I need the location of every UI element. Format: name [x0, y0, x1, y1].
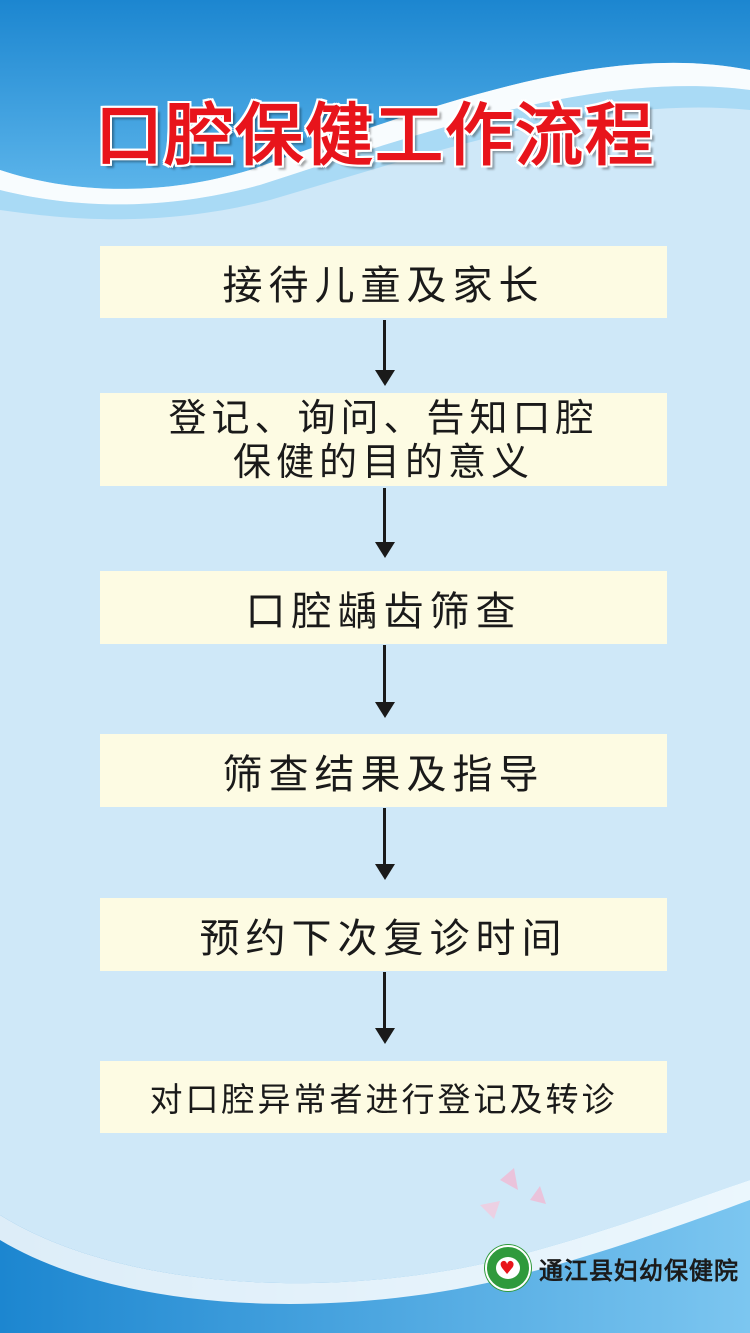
flow-arrow-3 — [375, 645, 395, 718]
step-box-5: 预约下次复诊时间 — [100, 898, 667, 971]
step-box-6: 对口腔异常者进行登记及转诊 — [100, 1061, 667, 1133]
step-box-1: 接待儿童及家长 — [100, 246, 667, 318]
step-box-3: 口腔龋齿筛查 — [100, 571, 667, 644]
step-label-5: 预约下次复诊时间 — [199, 915, 568, 962]
step-box-2: 登记、询问、告知口腔 保健的目的意义 — [100, 393, 667, 486]
step-label-1: 接待儿童及家长 — [222, 263, 545, 309]
step-label-3: 口腔龋齿筛查 — [245, 588, 522, 635]
flow-arrow-2 — [375, 488, 395, 558]
step-label-2b: 保健的目的意义 — [232, 439, 534, 484]
hospital-logo-icon: ♥ — [485, 1245, 531, 1291]
step-label-6: 对口腔异常者进行登记及转诊 — [149, 1080, 618, 1119]
flow-arrow-4 — [375, 808, 395, 880]
footer-brand: ♥ 通江县妇幼保健院 — [485, 1245, 739, 1291]
step-label-2a: 登记、询问、告知口腔 — [168, 395, 599, 440]
step-box-4: 筛查结果及指导 — [100, 734, 667, 807]
page-title: 口腔保健工作流程 — [94, 97, 655, 176]
hospital-name: 通江县妇幼保健院 — [539, 1256, 739, 1285]
flow-arrow-5 — [375, 972, 395, 1044]
flow-arrow-1 — [375, 320, 395, 386]
step-label-4: 筛查结果及指导 — [222, 751, 545, 798]
